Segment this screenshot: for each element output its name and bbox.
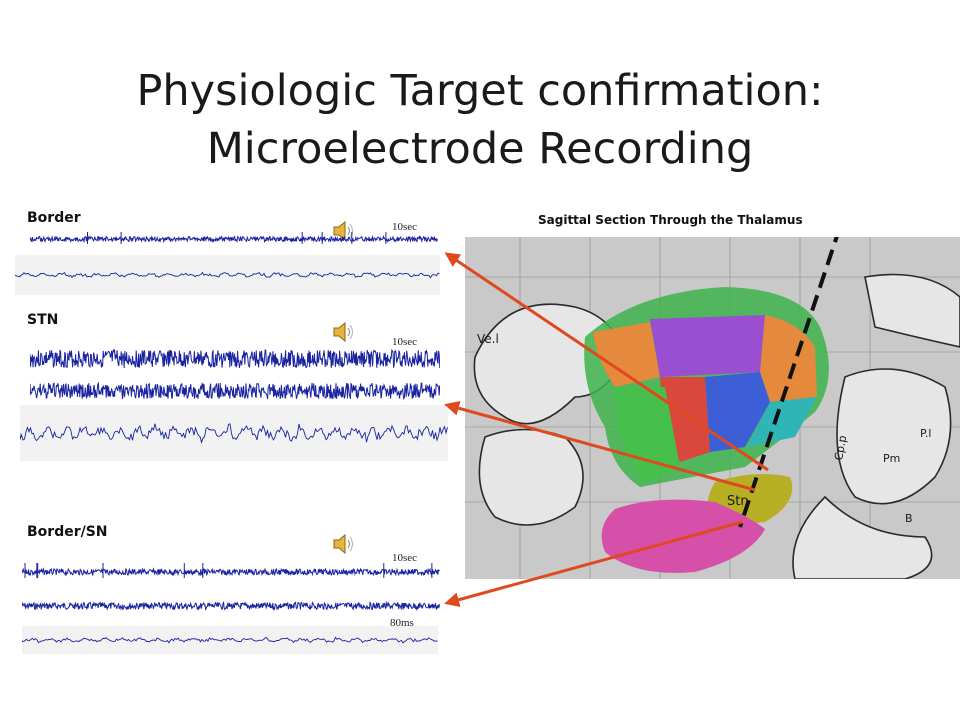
region-purple — [650, 315, 765, 377]
waveform-line — [20, 423, 448, 444]
trace-long-stn-2 — [30, 378, 440, 404]
slide-title: Physiologic Target confirmation: Microel… — [0, 62, 960, 178]
recording-label-border: Border — [27, 210, 81, 226]
scale-long-stn: 10sec — [392, 336, 418, 348]
trace-long-stn-2-svg — [30, 381, 440, 401]
waveform-line — [15, 271, 440, 279]
scale-long-border: 10sec — [392, 221, 418, 233]
trace-short-border — [15, 255, 440, 295]
scale-long-border-sn: 10sec — [392, 552, 418, 564]
trace-long-border-svg — [30, 232, 438, 244]
waveform-line — [22, 600, 440, 612]
trace-short-stn-svg — [20, 423, 448, 444]
speaker-icon[interactable] — [332, 320, 358, 344]
thalamus-section-svg: Stn Ve.l Cp.p Pm P.l B — [465, 226, 960, 580]
waveform-line — [30, 234, 438, 244]
recording-label-stn: STN — [27, 312, 59, 328]
thalamus-section-map: Stn Ve.l Cp.p Pm P.l B — [465, 226, 960, 580]
trace-short-border-svg — [15, 271, 440, 279]
map-label-pm: Pm — [883, 452, 900, 465]
region-orange-right — [760, 315, 817, 402]
map-label-stn: Stn — [727, 494, 749, 509]
trace-long-border — [30, 232, 438, 246]
title-line-2: Microelectrode Recording — [206, 124, 754, 174]
title-line-1: Physiologic Target confirmation: — [136, 66, 824, 116]
trace-short-border-sn-svg — [22, 636, 438, 644]
speaker-icon[interactable] — [332, 219, 358, 243]
speaker-icon[interactable] — [332, 532, 358, 556]
waveform-line — [22, 636, 438, 644]
trace-long-border-sn-2-svg — [22, 600, 440, 612]
trace-long-border-sn-2 — [22, 598, 440, 614]
waveform-line — [22, 567, 440, 577]
trace-long-stn-1 — [30, 345, 440, 373]
map-label-pi: P.l — [920, 427, 931, 440]
waveform-line — [30, 381, 440, 401]
trace-long-border-sn-1-svg — [22, 563, 440, 578]
waveform-line — [30, 348, 440, 369]
trace-long-stn-1-svg — [30, 348, 440, 369]
map-label-b: B — [905, 512, 913, 525]
electrode-trajectory — [738, 226, 842, 528]
map-caption: Sagittal Section Through the Thalamus — [538, 213, 803, 227]
trace-short-stn — [20, 405, 448, 461]
map-label-cp: Cp.p — [832, 434, 849, 461]
trace-short-border-sn — [22, 626, 438, 654]
map-label-vel: Ve.l — [477, 332, 499, 346]
recording-label-border-sn: Border/SN — [27, 524, 108, 540]
trace-long-border-sn-1 — [22, 562, 440, 582]
